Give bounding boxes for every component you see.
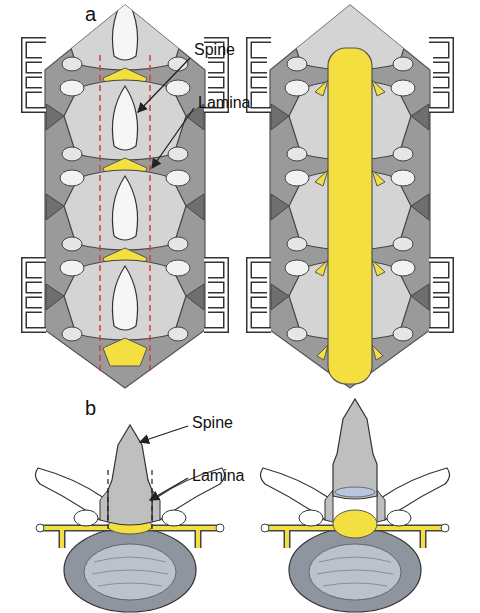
removed-spine (333, 399, 377, 499)
leader-arrow (140, 426, 188, 442)
column-after (249, 0, 451, 388)
cut-line (100, 55, 150, 375)
spinous-process (112, 266, 137, 330)
vertebral-column (249, 0, 451, 388)
vertebra-axial (260, 468, 449, 612)
part-label: Spine (192, 413, 233, 432)
part-label: Spine (194, 40, 235, 59)
cut-surface (335, 487, 375, 497)
spinous-process (112, 0, 137, 60)
leader-arrow (138, 58, 190, 112)
leader-arrow (150, 478, 188, 500)
dura-mater (328, 48, 372, 384)
vertebra-after (260, 399, 449, 612)
leader-arrow (152, 108, 194, 168)
part-label: Lamina (198, 93, 250, 112)
dura-mater (333, 510, 377, 538)
part-label: Lamina (192, 466, 244, 485)
spines (112, 0, 137, 330)
spinous-process (112, 86, 137, 150)
spinous-process (112, 176, 137, 240)
panel-label: b (85, 396, 96, 420)
vertebral-column (24, 0, 226, 388)
cut-line (108, 470, 152, 530)
panel-label: a (85, 2, 96, 26)
spinous-process (333, 399, 377, 499)
